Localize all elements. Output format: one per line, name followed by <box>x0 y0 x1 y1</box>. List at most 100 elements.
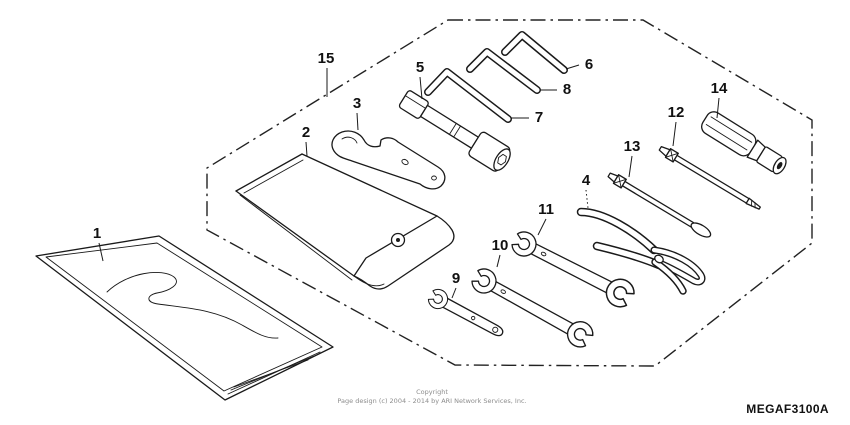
part-13-screwdriver-bit-flat <box>607 172 712 238</box>
bit-flat-blade <box>690 222 712 238</box>
pliers-upper-jaw-fill <box>651 247 705 285</box>
leader-line <box>672 121 677 147</box>
hook-wrench-outline <box>331 130 446 190</box>
wrench-hole <box>471 315 476 321</box>
diagram-code: MEGAF3100A <box>746 402 829 416</box>
leader-line <box>356 112 359 131</box>
leader-line <box>305 141 308 157</box>
wrench-shaft <box>441 297 504 337</box>
wrench-shaft <box>488 280 576 336</box>
callout-14[interactable]: 14 <box>711 80 728 119</box>
plug-wrench-socket-hex-hole <box>497 153 507 166</box>
callout-1[interactable]: 1 <box>93 225 104 262</box>
bit-phillips-flutes <box>751 199 756 209</box>
part-11-open-end-wrench <box>508 227 639 312</box>
part-9-open-end-wrench <box>425 286 504 337</box>
callout-4[interactable]: 4 <box>582 172 591 209</box>
part-8-hex-key <box>466 48 541 94</box>
part-12-screwdriver-bit-phillips <box>658 146 761 210</box>
leader-line <box>585 189 589 209</box>
part-4-pliers <box>576 207 706 295</box>
callout-number: 15 <box>318 50 335 67</box>
hook-wrench-hole <box>401 158 409 166</box>
plug-wrench-hex-facet <box>404 95 427 109</box>
copyright-line-2: Page design (c) 2004 - 2014 by ARI Netwo… <box>337 397 526 405</box>
leader-line <box>98 242 104 262</box>
callout-8[interactable]: 8 <box>540 81 571 98</box>
callout-number: 4 <box>582 172 591 189</box>
bag-flap <box>353 215 455 290</box>
wrench-stamp <box>540 251 547 257</box>
leader-line <box>419 76 423 100</box>
callout-12[interactable]: 12 <box>668 104 685 147</box>
callout-number: 10 <box>492 237 509 254</box>
handle-facet-lines <box>705 116 753 151</box>
bag-top-edge-inner <box>243 159 304 194</box>
callout-number: 12 <box>668 104 685 121</box>
pliers-lower-jaw-fill <box>652 259 686 294</box>
hook-wrench-tip-hole <box>431 175 437 181</box>
part-5-spark-plug-wrench <box>398 90 511 172</box>
bag-flap-fold <box>353 275 385 287</box>
bit-collar-knurl <box>612 174 627 189</box>
hex-key-body <box>502 32 567 73</box>
wrench-stamp <box>500 289 506 294</box>
callout-2[interactable]: 2 <box>302 124 310 157</box>
part-14-screwdriver-handle <box>701 111 787 175</box>
leader-line <box>496 254 501 268</box>
wrench-tip-hole <box>492 326 499 333</box>
hex-key-body <box>467 49 540 93</box>
callout-number: 14 <box>711 80 728 97</box>
book-cover <box>35 235 334 401</box>
tool-kit-boundary <box>206 19 813 367</box>
pliers-handle <box>576 207 659 255</box>
pliers-pivot <box>654 254 664 264</box>
callout-3[interactable]: 3 <box>353 95 361 131</box>
book-cover-squiggle <box>106 271 279 339</box>
callout-number: 7 <box>535 109 543 126</box>
callout-6[interactable]: 6 <box>565 56 593 73</box>
callout-5[interactable]: 5 <box>416 59 424 100</box>
leader-line <box>628 155 633 178</box>
callout-7[interactable]: 7 <box>511 109 543 126</box>
leader-line <box>565 64 580 70</box>
callout-11[interactable]: 11 <box>537 201 554 236</box>
copyright-line-1: Copyright <box>416 388 448 396</box>
book-spine-line <box>233 359 309 388</box>
plug-wrench-ring <box>448 122 461 138</box>
leader-line <box>537 218 547 236</box>
callout-number: 5 <box>416 59 424 76</box>
pliers-handle-fill <box>578 209 657 253</box>
part-10-open-end-wrench <box>468 264 598 352</box>
callout-number: 1 <box>93 225 101 242</box>
plug-wrench-tube <box>419 104 480 149</box>
bit-shaft <box>621 180 695 228</box>
callout-number: 3 <box>353 95 361 112</box>
part-1-owners-manual <box>35 235 334 401</box>
handle-socket-hole <box>776 162 783 170</box>
callout-number: 8 <box>563 81 571 98</box>
callout-number: 6 <box>585 56 593 73</box>
bit-collar-knurl <box>664 148 679 163</box>
book-cover-inner-border <box>45 242 323 392</box>
part-2-tool-bag <box>235 153 455 290</box>
snap-button-center <box>396 238 400 242</box>
callout-number: 13 <box>624 138 641 155</box>
part-6-hex-key <box>501 31 568 74</box>
callout-13[interactable]: 13 <box>624 138 641 178</box>
leader-line <box>451 287 457 299</box>
bag-top-edge <box>235 153 303 192</box>
leader-line <box>716 97 720 119</box>
bag-left-edge <box>235 190 355 277</box>
part-7-hex-key <box>424 68 512 123</box>
hex-key-body <box>425 69 511 122</box>
callout-number: 9 <box>452 270 460 287</box>
callout-9[interactable]: 9 <box>451 270 460 299</box>
plug-wrench-socket-face <box>493 148 511 171</box>
bit-phillips-tip <box>745 197 761 210</box>
part-3-hook-wrench <box>331 130 446 190</box>
book-spine-line <box>227 351 321 395</box>
callout-15[interactable]: 15 <box>318 50 335 97</box>
callout-10[interactable]: 10 <box>492 237 509 268</box>
